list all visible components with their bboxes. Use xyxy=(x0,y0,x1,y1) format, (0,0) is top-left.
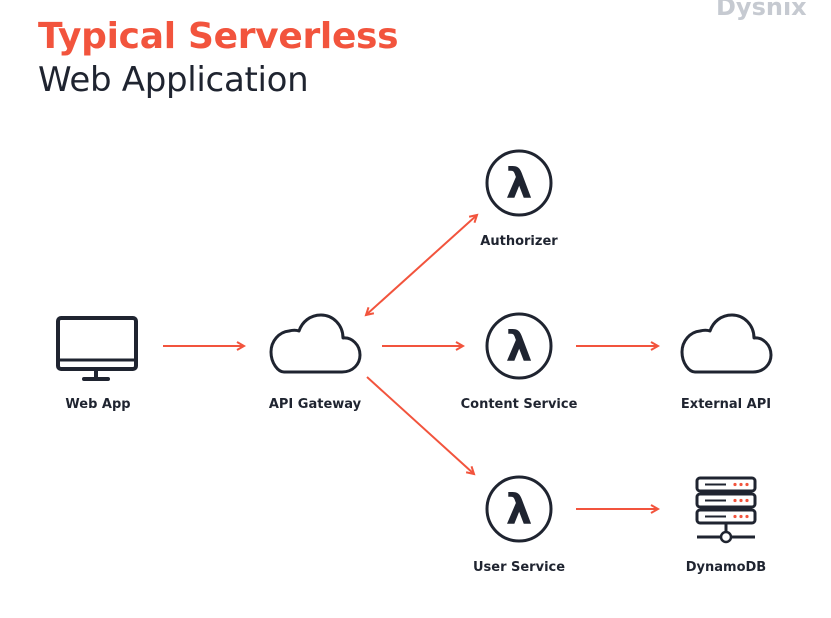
node-label-external-api: External API xyxy=(680,397,772,412)
lambda-icon: λ xyxy=(485,312,553,380)
lambda-icon: λ xyxy=(485,149,553,217)
node-label-api-gateway: API Gateway xyxy=(268,397,362,412)
node-label-user-service: User Service xyxy=(472,560,566,575)
lambda-symbol: λ xyxy=(506,485,533,534)
edge-gateway-to-user xyxy=(366,376,474,474)
cloud-icon xyxy=(680,313,773,374)
database-server-icon xyxy=(695,476,757,544)
node-label-web-app: Web App xyxy=(65,397,131,412)
page-subtitle: Web Application xyxy=(38,60,309,100)
brand-logo-text: Dysnix xyxy=(716,0,807,21)
node-label-content-service: Content Service xyxy=(460,397,578,412)
lambda-symbol: λ xyxy=(506,159,533,208)
node-label-authorizer: Authorizer xyxy=(480,234,558,249)
monitor-icon xyxy=(56,316,138,381)
lambda-icon: λ xyxy=(485,475,553,543)
edge-gateway-authorizer xyxy=(366,215,477,315)
lambda-symbol: λ xyxy=(506,322,533,371)
cloud-icon xyxy=(269,313,362,374)
node-label-dynamodb: DynamoDB xyxy=(685,560,767,575)
page-title: Typical Serverless xyxy=(38,16,399,57)
